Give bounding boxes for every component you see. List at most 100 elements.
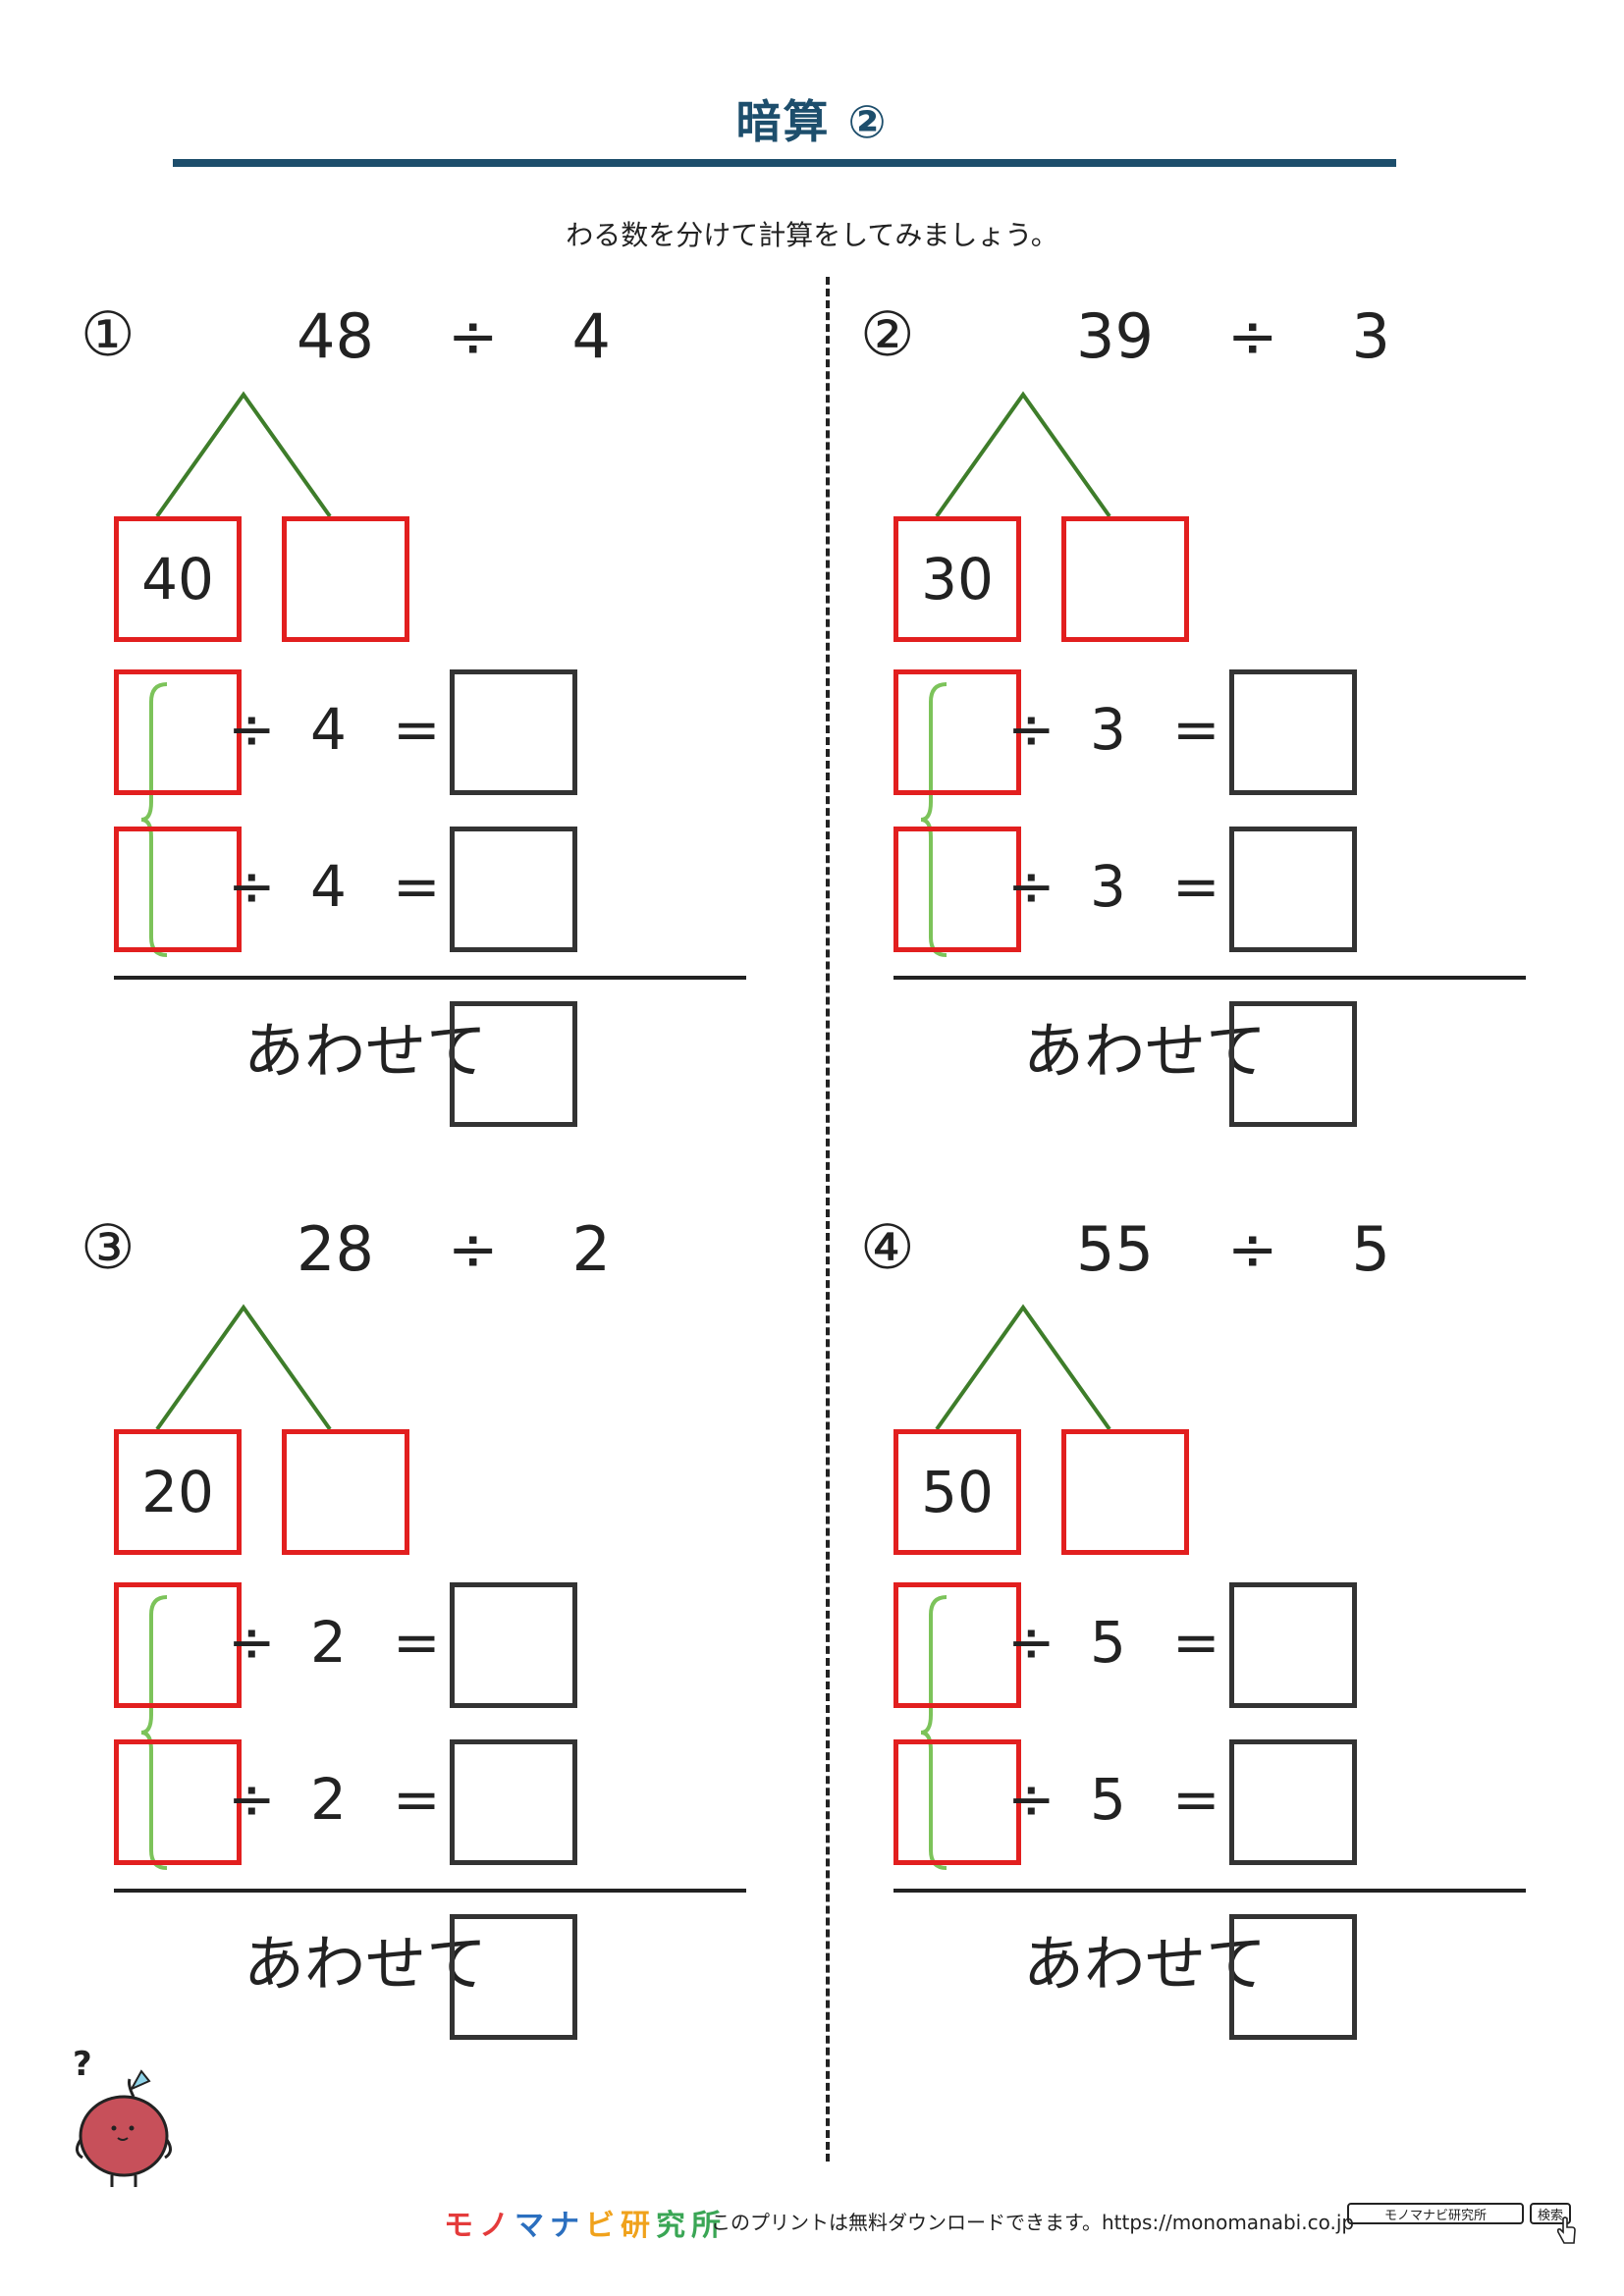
- quotient-box-1[interactable]: [1229, 1582, 1357, 1708]
- part-answer-box-2[interactable]: [893, 827, 1021, 952]
- problem-expression-4: 55 ÷ 5: [1076, 1219, 1390, 1280]
- remaining-part-box[interactable]: [1061, 516, 1189, 642]
- part-answer-box-1[interactable]: [114, 1582, 242, 1708]
- search-box[interactable]: モノマナビ研究所: [1347, 2203, 1524, 2224]
- division-sign: ÷: [1007, 1609, 1056, 1676]
- equals-sign: =: [393, 853, 441, 920]
- given-part-box: 20: [114, 1429, 242, 1555]
- problem-expression-1: 48 ÷ 4: [297, 306, 611, 367]
- sum-label: あわせて: [244, 1015, 488, 1087]
- sum-label: あわせて: [244, 1928, 488, 2000]
- problem-panel-3: ③ 28 ÷ 2 20 ÷ 2 = ÷ 2 = あわせて: [81, 1198, 827, 2081]
- problem-number-2: ②: [860, 298, 915, 370]
- equals-sign: =: [1172, 696, 1220, 763]
- divisor: 3: [1090, 696, 1126, 763]
- search-button[interactable]: 検索: [1530, 2203, 1571, 2224]
- problem-expression-3: 28 ÷ 2: [297, 1219, 611, 1280]
- apple-mascot-icon: ?: [73, 2045, 172, 2187]
- total-answer-box[interactable]: [450, 1001, 577, 1127]
- problem-panel-1: ① 48 ÷ 4 40 ÷ 4 = ÷ 4 = あわせて: [81, 285, 827, 1168]
- divisor: 3: [1351, 300, 1390, 372]
- total-answer-box[interactable]: [450, 1914, 577, 2040]
- sum-rule: [893, 1889, 1526, 1893]
- page-title: 暗算 ②: [735, 95, 889, 148]
- given-part-box: 50: [893, 1429, 1021, 1555]
- problem-number-3: ③: [81, 1211, 135, 1283]
- curly-bracket: [140, 682, 168, 957]
- quotient-box-2[interactable]: [1229, 827, 1357, 952]
- sum-rule: [114, 1889, 746, 1893]
- division-sign: ÷: [228, 696, 276, 763]
- dividend: 39: [1076, 300, 1154, 372]
- part-answer-box-1[interactable]: [893, 669, 1021, 795]
- division-sign: ÷: [1226, 1213, 1278, 1285]
- part-answer-box-2[interactable]: [114, 1739, 242, 1865]
- division-sign: ÷: [228, 1766, 276, 1833]
- quotient-box-2[interactable]: [450, 827, 577, 952]
- division-sign: ÷: [447, 300, 499, 372]
- curly-bracket: [920, 1595, 947, 1870]
- dividend: 48: [297, 300, 374, 372]
- split-tree-lines: [155, 391, 332, 518]
- problem-panel-2: ② 39 ÷ 3 30 ÷ 3 = ÷ 3 = あわせて: [860, 285, 1606, 1168]
- divisor: 4: [310, 853, 347, 920]
- dividend: 55: [1076, 1213, 1154, 1285]
- remaining-part-box[interactable]: [282, 516, 409, 642]
- hand-pointer-icon: [1556, 2216, 1576, 2244]
- footer-note: このプリントは無料ダウンロードできます。https://monomanabi.c…: [711, 2211, 1355, 2234]
- given-part-box: 30: [893, 516, 1021, 642]
- given-part-box: 40: [114, 516, 242, 642]
- sum-label: あわせて: [1023, 1928, 1268, 2000]
- instruction-text: わる数を分けて計算をしてみましょう。: [566, 219, 1058, 251]
- total-answer-box[interactable]: [1229, 1001, 1357, 1127]
- division-sign: ÷: [447, 1213, 499, 1285]
- divisor: 5: [1090, 1766, 1126, 1833]
- division-sign: ÷: [228, 853, 276, 920]
- dividend: 28: [297, 1213, 374, 1285]
- equals-sign: =: [1172, 853, 1220, 920]
- curly-bracket: [920, 682, 947, 957]
- curly-bracket: [140, 1595, 168, 1870]
- equals-sign: =: [1172, 1609, 1220, 1676]
- footer-logo: モノマナビ研究所: [444, 2209, 727, 2243]
- divisor: 5: [1351, 1213, 1390, 1285]
- equals-sign: =: [393, 696, 441, 763]
- equals-sign: =: [393, 1766, 441, 1833]
- problem-number-4: ④: [860, 1211, 915, 1283]
- title-underline: [173, 159, 1396, 167]
- total-answer-box[interactable]: [1229, 1914, 1357, 2040]
- divisor: 2: [310, 1766, 347, 1833]
- division-sign: ÷: [1007, 853, 1056, 920]
- equals-sign: =: [1172, 1766, 1220, 1833]
- problem-expression-2: 39 ÷ 3: [1076, 306, 1390, 367]
- svg-text:?: ?: [73, 2045, 92, 2084]
- sum-rule: [114, 976, 746, 980]
- divisor: 3: [1090, 853, 1126, 920]
- remaining-part-box[interactable]: [1061, 1429, 1189, 1555]
- divisor: 2: [571, 1213, 611, 1285]
- problem-panel-4: ④ 55 ÷ 5 50 ÷ 5 = ÷ 5 = あわせて: [860, 1198, 1606, 2081]
- divisor: 4: [310, 696, 347, 763]
- center-divider: [826, 277, 830, 2162]
- division-sign: ÷: [1007, 696, 1056, 763]
- divisor: 4: [571, 300, 611, 372]
- quotient-box-1[interactable]: [450, 1582, 577, 1708]
- divisor: 2: [310, 1609, 347, 1676]
- part-answer-box-2[interactable]: [114, 827, 242, 952]
- quotient-box-2[interactable]: [450, 1739, 577, 1865]
- part-answer-box-1[interactable]: [114, 669, 242, 795]
- division-sign: ÷: [1226, 300, 1278, 372]
- division-sign: ÷: [228, 1609, 276, 1676]
- quotient-box-1[interactable]: [450, 669, 577, 795]
- remaining-part-box[interactable]: [282, 1429, 409, 1555]
- split-tree-lines: [935, 391, 1111, 518]
- quotient-box-2[interactable]: [1229, 1739, 1357, 1865]
- quotient-box-1[interactable]: [1229, 669, 1357, 795]
- split-tree-lines: [155, 1304, 332, 1431]
- problem-number-1: ①: [81, 298, 135, 370]
- part-answer-box-1[interactable]: [893, 1582, 1021, 1708]
- sum-rule: [893, 976, 1526, 980]
- divisor: 5: [1090, 1609, 1126, 1676]
- split-tree-lines: [935, 1304, 1111, 1431]
- part-answer-box-2[interactable]: [893, 1739, 1021, 1865]
